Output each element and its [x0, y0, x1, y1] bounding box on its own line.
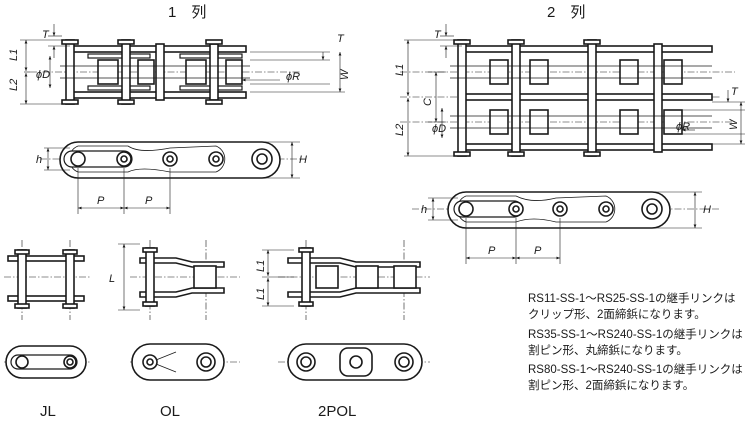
dim-p-label-2: P	[145, 195, 153, 207]
dim-h-label: h	[36, 154, 42, 166]
double-strand-side-view: h H P P	[412, 191, 720, 264]
title-single-strand: 1 列	[168, 4, 206, 21]
note-line-3: RS35-SS-1〜RS240-SS-1の継手リンクは	[528, 327, 743, 341]
jl-label: JL	[40, 403, 56, 420]
single-strand-top-view: T L1 L2 ϕD ϕR T W	[8, 24, 351, 105]
ol-offset-link: L OL	[109, 240, 240, 420]
2pol-label: 2POL	[318, 403, 356, 420]
dim-t-label-right: T	[337, 33, 345, 45]
dim-t-label-double: T	[434, 29, 442, 41]
dim-l-label: L	[109, 273, 115, 285]
dim-l1-label-double: L1	[394, 64, 406, 76]
dim-p-label: P	[97, 195, 105, 207]
dim-big-h-label: H	[299, 154, 307, 166]
dim-t-label-double-right: T	[731, 86, 739, 98]
dim-phir-label: ϕR	[286, 71, 300, 83]
dim-big-h-label-double: H	[703, 204, 711, 216]
dim-l2-label: L2	[8, 79, 20, 91]
dim-p-label-double: P	[488, 245, 496, 257]
note-line-4: 割ピン形、丸締鋲になります。	[528, 343, 688, 357]
dim-w-label-double: W	[728, 118, 740, 130]
single-strand-side-view: h H P P	[36, 141, 307, 214]
dim-l2-label-double: L2	[394, 124, 406, 136]
dim-w-label: W	[339, 68, 351, 80]
note-line-2: クリップ形、2面締鋲になります。	[528, 307, 706, 321]
dim-l1-label-2pol-2: L1	[255, 288, 267, 300]
dim-t-label: T	[42, 29, 50, 41]
dim-c-label: C	[422, 98, 434, 106]
dim-phid-label: ϕD	[36, 69, 50, 81]
note-line-1: RS11-SS-1〜RS25-SS-1の継手リンクは	[528, 291, 735, 305]
joint-link-notes: RS11-SS-1〜RS25-SS-1の継手リンクは クリップ形、2面締鋲になり…	[528, 291, 743, 392]
title-double-strand: 2 列	[547, 4, 585, 21]
ol-label: OL	[160, 403, 180, 420]
dim-p-label-double-2: P	[534, 245, 542, 257]
dim-phid-label-double: ϕD	[432, 123, 446, 135]
note-line-6: 割ピン形、2面締鋲になります。	[528, 378, 694, 392]
dim-l1-label: L1	[8, 49, 20, 61]
dim-h-label-double: h	[421, 204, 427, 216]
dim-l1-label-2pol: L1	[255, 260, 267, 272]
dim-phir-label-double: ϕR	[676, 121, 690, 133]
note-line-5: RS80-SS-1〜RS240-SS-1の継手リンクは	[528, 362, 743, 376]
2pol-double-offset-link: L1 L1 2POL	[255, 240, 430, 420]
jl-connecting-link: JL	[4, 240, 90, 420]
double-strand-top-view: T L1 L2 C ϕD ϕR T W	[394, 24, 745, 157]
